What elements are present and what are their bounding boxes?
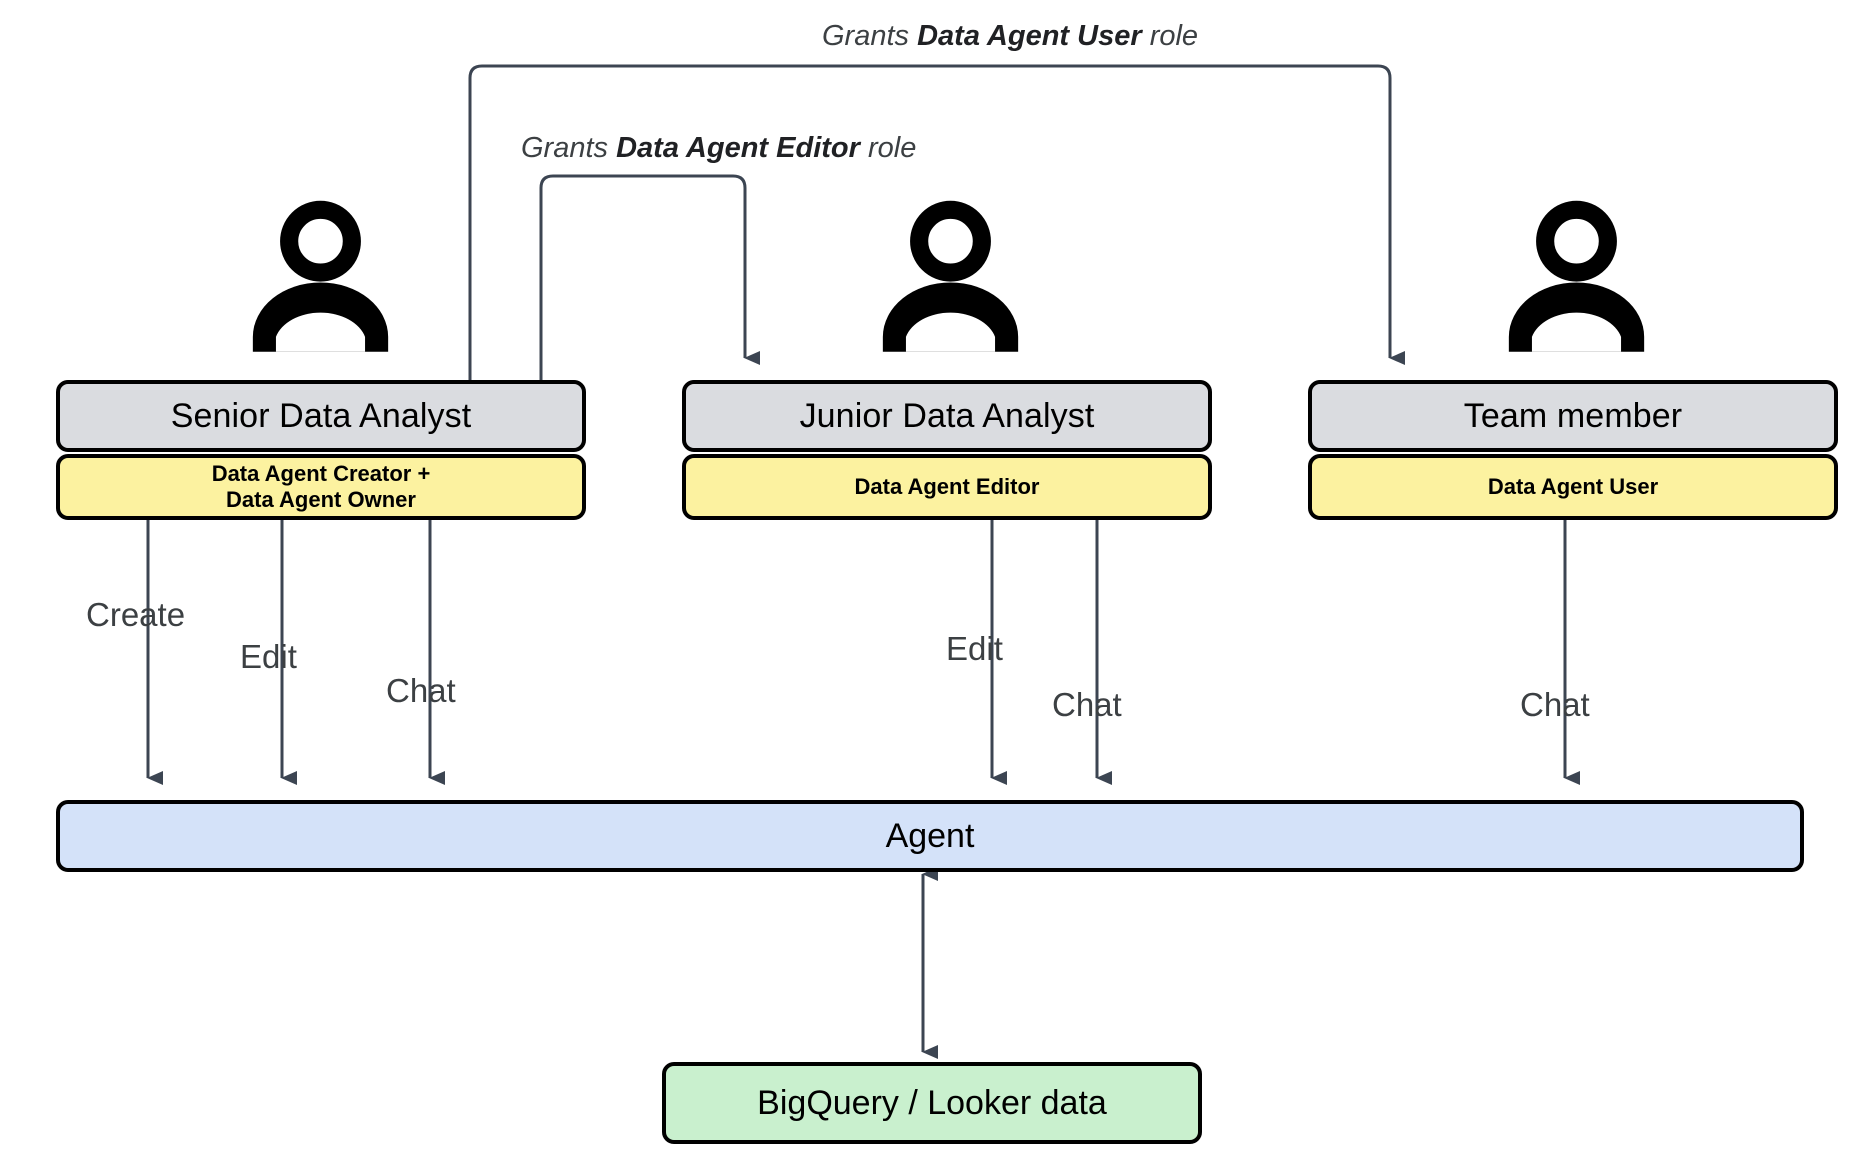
persona-title: Junior Data Analyst: [799, 397, 1095, 435]
edge-label-senior-chat: Chat: [386, 672, 456, 709]
persona-card-senior-data-analyst[interactable]: Senior Data Analyst: [56, 380, 586, 452]
grant-suffix: role: [1141, 20, 1199, 52]
persona-title: Team member: [1463, 397, 1683, 435]
persona-title: Senior Data Analyst: [170, 397, 472, 435]
data-source-label: BigQuery / Looker data: [757, 1083, 1107, 1122]
edge-label-junior-edit: Edit: [946, 630, 1003, 667]
edge-label-senior-create: Create: [86, 596, 186, 633]
edge-label-junior-chat: Chat: [1052, 686, 1122, 723]
data-source-bar[interactable]: BigQuery / Looker data: [662, 1062, 1202, 1144]
grant-label-data-agent-editor: Grants Data Agent Editor role: [521, 134, 916, 163]
person-icon: [238, 195, 403, 360]
edge-label-team-chat: Chat: [1520, 686, 1590, 723]
permission-line: Data Agent Editor: [854, 474, 1040, 500]
grant-prefix: Grants: [822, 20, 918, 52]
grant-label-data-agent-user: Grants Data Agent User role: [822, 22, 1198, 51]
agent-bar[interactable]: Agent: [56, 800, 1804, 872]
permission-line: Data Agent User: [1487, 474, 1659, 500]
permission-card-junior-data-analyst[interactable]: Data Agent Editor: [682, 454, 1212, 520]
grant-suffix: role: [859, 132, 917, 164]
person-icon: [868, 195, 1033, 360]
permission-line: Data Agent Creator +: [211, 461, 431, 487]
permission-card-team-member[interactable]: Data Agent User: [1308, 454, 1838, 520]
grant-role: Data Agent User: [917, 20, 1142, 52]
grant-role: Data Agent Editor: [616, 132, 860, 164]
person-icon: [1494, 195, 1659, 360]
permission-card-senior-data-analyst[interactable]: Data Agent Creator + Data Agent Owner: [56, 454, 586, 520]
agent-label: Agent: [885, 816, 975, 855]
edge-label-senior-edit: Edit: [240, 638, 297, 675]
persona-card-junior-data-analyst[interactable]: Junior Data Analyst: [682, 380, 1212, 452]
connector-grants-data-agent-editor: [539, 174, 760, 380]
persona-card-team-member[interactable]: Team member: [1308, 380, 1838, 452]
grant-prefix: Grants: [521, 132, 617, 164]
permission-line: Data Agent Owner: [226, 487, 416, 512]
